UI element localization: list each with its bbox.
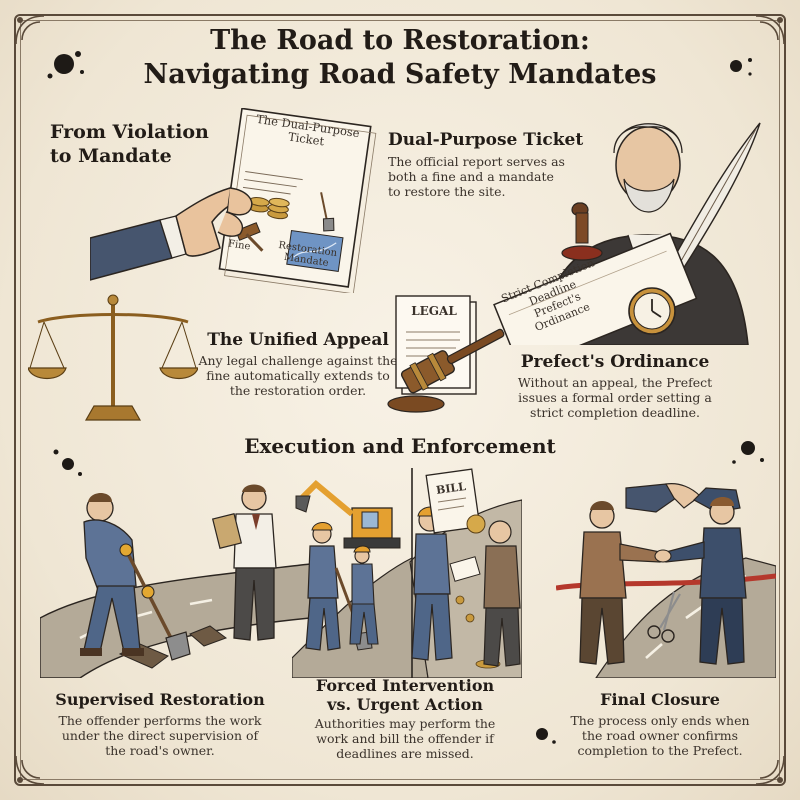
closure-body-line-1: The process only ends when: [570, 713, 749, 728]
closure-heading: Final Closure: [550, 690, 770, 710]
supervised-restoration-illustration: [40, 468, 310, 678]
legal-document-label: LEGAL: [404, 304, 464, 318]
prefect-heading: Prefect's Ordinance: [515, 352, 715, 372]
supervised-body-line-1: The offender performs the work: [59, 713, 262, 728]
forced-body-line-2: work and bill the offender if: [316, 731, 493, 746]
appeal-body-line-1: Any legal challenge against the: [198, 353, 397, 368]
forced-body: Authorities may perform the work and bil…: [290, 716, 520, 761]
closure-body: The process only ends when the road owne…: [545, 713, 775, 758]
supervised-heading: Supervised Restoration: [40, 690, 280, 710]
supervised-body-line-3: the road's owner.: [105, 743, 214, 758]
supervised-body: The offender performs the work under the…: [40, 713, 280, 758]
supervised-body-line-2: under the direct supervision of: [62, 728, 258, 743]
prefect-body-line-3: strict completion deadline.: [530, 405, 700, 420]
main-title-line-1: The Road to Restoration:: [210, 25, 590, 56]
prefect-body: Without an appeal, the Prefect issues a …: [500, 375, 730, 420]
scales-of-justice-icon: [28, 290, 198, 430]
forced-heading: Forced Intervention vs. Urgent Action: [290, 676, 520, 714]
execution-heading: Execution and Enforcement: [0, 434, 800, 458]
main-title: The Road to Restoration: Navigating Road…: [0, 24, 800, 92]
appeal-body-line-3: the restoration order.: [230, 383, 366, 398]
main-title-line-2: Navigating Road Safety Mandates: [144, 59, 657, 90]
prefect-body-line-2: issues a formal order setting a: [518, 390, 712, 405]
closure-body-line-3: completion to the Prefect.: [577, 743, 742, 758]
appeal-body-line-2: fine automatically extends to: [206, 368, 389, 383]
forced-body-line-3: deadlines are missed.: [336, 746, 474, 761]
final-closure-handshake-illustration: [556, 468, 776, 678]
prefect-body-line-1: Without an appeal, the Prefect: [518, 375, 712, 390]
forced-heading-line-2: vs. Urgent Action: [327, 695, 483, 714]
closure-body-line-2: the road owner confirms: [582, 728, 738, 743]
appeal-heading: The Unified Appeal: [198, 330, 398, 350]
forced-body-line-1: Authorities may perform the: [315, 716, 496, 731]
forced-intervention-illustration: [292, 468, 522, 678]
forced-heading-line-1: Forced Intervention: [316, 676, 494, 695]
